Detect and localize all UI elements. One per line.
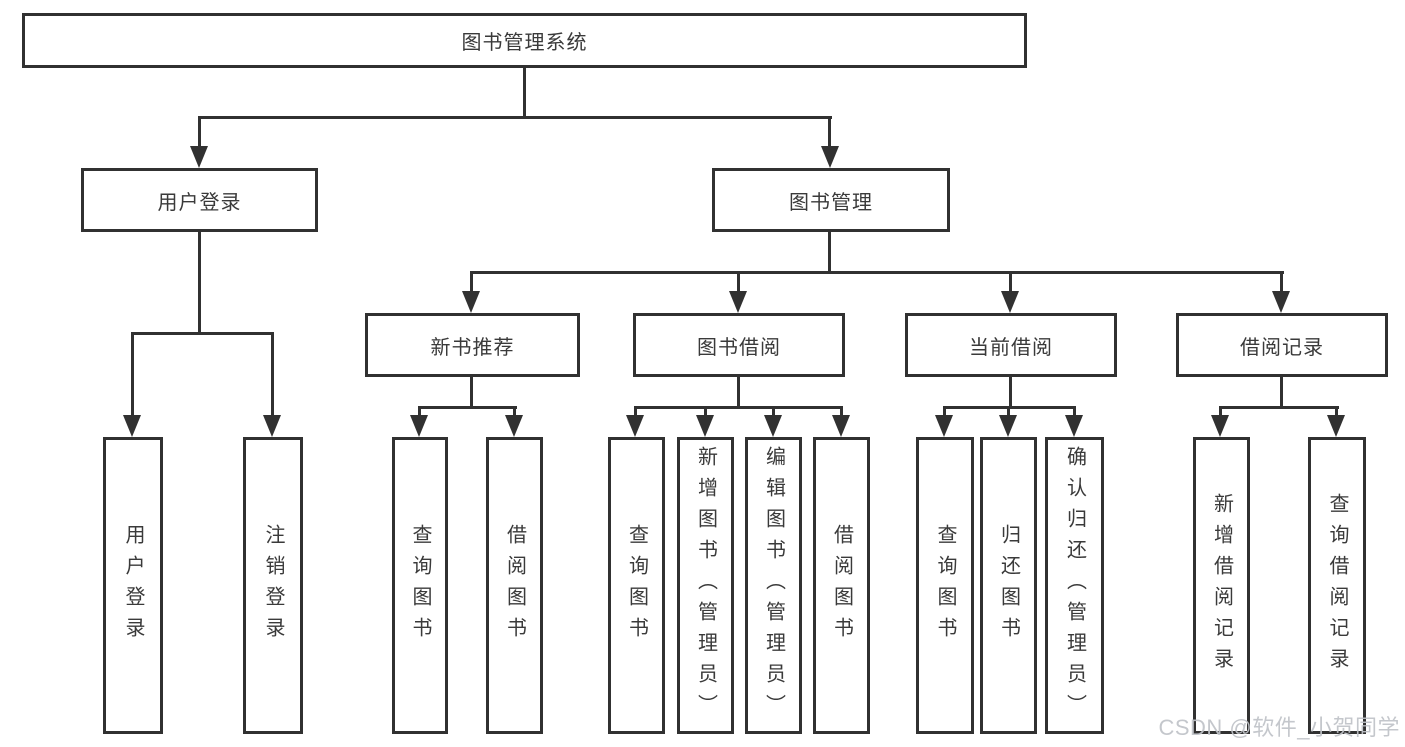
- leaf-query-borrow-record-label: 查询借阅记录: [1326, 492, 1348, 679]
- connector-line: [737, 271, 740, 297]
- connector-line: [470, 377, 473, 408]
- leaf-borrow-book-2: 借阅图书: [813, 437, 870, 734]
- arrowhead-down-icon: [462, 291, 480, 313]
- leaf-query-book-2: 查询图书: [608, 437, 665, 734]
- connector-line: [418, 406, 517, 409]
- connector-line: [1219, 406, 1339, 409]
- leaf-borrow-book-1: 借阅图书: [486, 437, 543, 734]
- leaf-query-borrow-record: 查询借阅记录: [1308, 437, 1366, 734]
- connector-line: [1219, 406, 1222, 420]
- connector-line: [772, 406, 775, 420]
- arrowhead-down-icon: [190, 146, 208, 168]
- connector-line: [131, 332, 134, 420]
- connector-line: [271, 332, 274, 420]
- leaf-edit-book-admin-label: 编辑图书（管理员）: [762, 446, 785, 725]
- arrowhead-down-icon: [505, 415, 523, 437]
- node-new-book-recommend-label: 新书推荐: [430, 336, 515, 359]
- connector-line: [1007, 406, 1010, 420]
- leaf-query-book-2-label: 查询图书: [625, 523, 648, 648]
- leaf-return-book: 归还图书: [980, 437, 1037, 734]
- csdn-watermark: CSDN @软件_小贺同学: [1158, 715, 1400, 740]
- connector-line: [198, 232, 201, 334]
- node-current-borrow: 当前借阅: [905, 313, 1117, 377]
- leaf-logout-label: 注销登录: [262, 523, 284, 648]
- node-book-borrow: 图书借阅: [633, 313, 845, 377]
- arrowhead-down-icon: [729, 291, 747, 313]
- connector-line: [523, 68, 526, 118]
- connector-line: [1009, 377, 1012, 408]
- connector-line: [840, 406, 843, 420]
- leaf-query-book-3: 查询图书: [916, 437, 974, 734]
- arrowhead-down-icon: [1272, 291, 1290, 313]
- connector-line: [513, 406, 516, 420]
- leaf-query-book-3-label: 查询图书: [934, 523, 956, 648]
- connector-line: [704, 406, 707, 420]
- arrowhead-down-icon: [626, 415, 644, 437]
- node-book-management-label: 图书管理: [789, 191, 873, 214]
- arrowhead-down-icon: [123, 415, 141, 437]
- connector-line: [1009, 271, 1012, 297]
- leaf-user-login-label: 用户登录: [122, 523, 144, 648]
- node-current-borrow-label: 当前借阅: [969, 336, 1053, 359]
- arrowhead-down-icon: [1065, 415, 1083, 437]
- connector-line: [131, 332, 274, 335]
- arrowhead-down-icon: [1327, 415, 1345, 437]
- connector-line: [828, 116, 831, 150]
- leaf-return-book-label: 归还图书: [997, 523, 1020, 648]
- arrowhead-down-icon: [263, 415, 281, 437]
- arrowhead-down-icon: [410, 415, 428, 437]
- arrowhead-down-icon: [821, 146, 839, 168]
- connector-line: [1280, 271, 1283, 297]
- leaf-logout: 注销登录: [243, 437, 303, 734]
- connector-line: [634, 406, 637, 420]
- connector-line: [470, 271, 473, 297]
- node-book-management: 图书管理: [712, 168, 950, 232]
- leaf-query-book-1-label: 查询图书: [409, 523, 431, 648]
- leaf-add-book-admin-label: 新增图书（管理员）: [694, 446, 717, 725]
- arrowhead-down-icon: [832, 415, 850, 437]
- leaf-borrow-book-2-label: 借阅图书: [830, 523, 853, 648]
- leaf-confirm-return-admin-label: 确认归还（管理员）: [1063, 446, 1086, 725]
- arrowhead-down-icon: [999, 415, 1017, 437]
- connector-line: [634, 406, 843, 409]
- connector-line: [418, 406, 421, 420]
- leaf-add-book-admin: 新增图书（管理员）: [677, 437, 734, 734]
- node-user-login-label: 用户登录: [157, 191, 242, 214]
- connector-line: [737, 377, 740, 408]
- leaf-user-login: 用户登录: [103, 437, 163, 734]
- arrowhead-down-icon: [935, 415, 953, 437]
- connector-line: [198, 116, 832, 119]
- node-user-login: 用户登录: [81, 168, 318, 232]
- connector-line: [1335, 406, 1338, 420]
- node-borrow-record-label: 借阅记录: [1240, 336, 1324, 359]
- arrowhead-down-icon: [1211, 415, 1229, 437]
- node-borrow-record: 借阅记录: [1176, 313, 1388, 377]
- connector-line: [1280, 377, 1283, 408]
- leaf-confirm-return-admin: 确认归还（管理员）: [1045, 437, 1104, 734]
- arrowhead-down-icon: [696, 415, 714, 437]
- leaf-query-book-1: 查询图书: [392, 437, 448, 734]
- connector-line: [828, 232, 831, 273]
- node-book-borrow-label: 图书借阅: [697, 336, 781, 359]
- connector-line: [470, 271, 1284, 274]
- leaf-borrow-book-1-label: 借阅图书: [503, 523, 526, 648]
- node-root: 图书管理系统: [22, 13, 1027, 68]
- connector-line: [198, 116, 201, 150]
- arrowhead-down-icon: [764, 415, 782, 437]
- connector-line: [943, 406, 946, 420]
- leaf-add-borrow-record-label: 新增借阅记录: [1210, 492, 1233, 679]
- leaf-edit-book-admin: 编辑图书（管理员）: [745, 437, 802, 734]
- connector-line: [1073, 406, 1076, 420]
- node-new-book-recommend: 新书推荐: [365, 313, 580, 377]
- node-root-label: 图书管理系统: [461, 32, 588, 54]
- arrowhead-down-icon: [1001, 291, 1019, 313]
- leaf-add-borrow-record: 新增借阅记录: [1193, 437, 1250, 734]
